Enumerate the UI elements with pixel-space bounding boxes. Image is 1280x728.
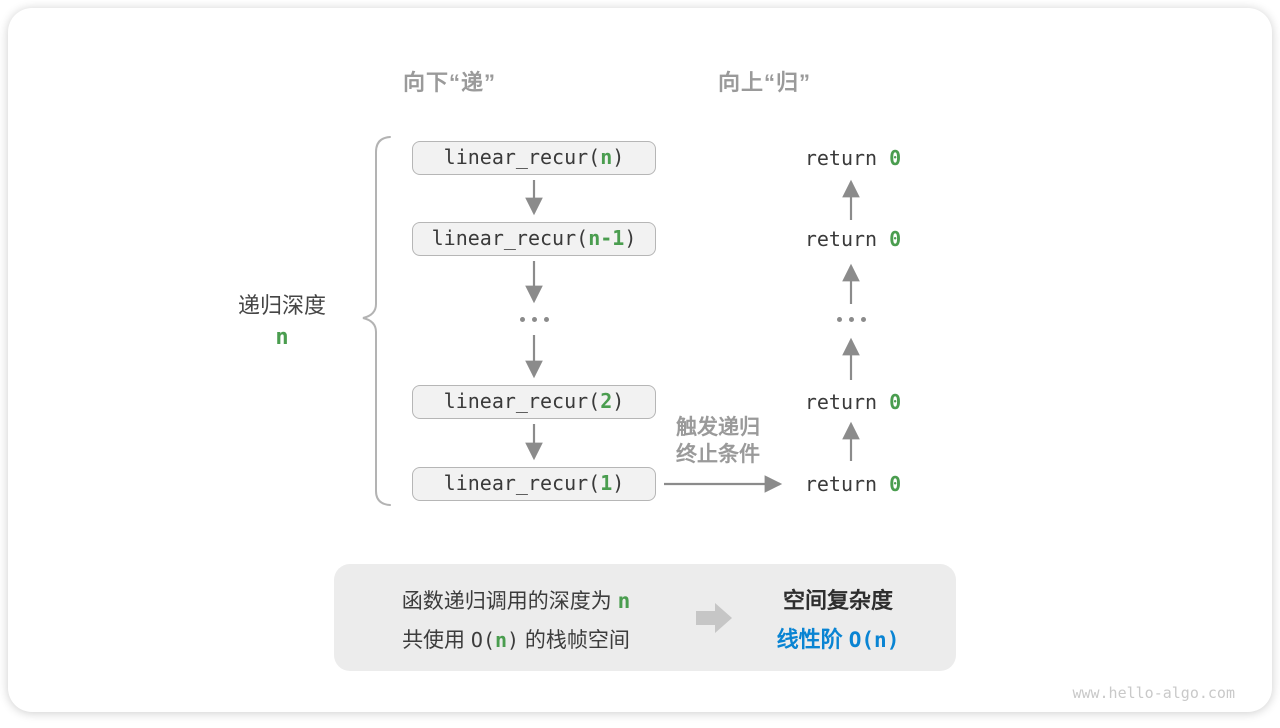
watermark-url: www.hello-algo.com [1072, 684, 1235, 702]
ellipsis-dots-right [837, 317, 866, 322]
depth-brace [362, 136, 391, 506]
return-label-1: return 0 [804, 146, 902, 170]
call-box-2: linear_recur(2) [412, 385, 656, 419]
call-box-1: linear_recur(1) [412, 467, 656, 501]
return-label-2: return 0 [804, 227, 902, 251]
return-label-3: return 0 [804, 390, 902, 414]
implies-arrow-icon [696, 611, 715, 625]
depth-value: n [275, 325, 289, 350]
call-box-n-1: linear_recur(n-1) [412, 222, 656, 256]
implies-arrow-head-icon [715, 603, 732, 633]
summary-panel [334, 564, 956, 671]
trigger-condition-label: 触发递归 终止条件 [676, 416, 760, 466]
ellipsis-dots-left [520, 317, 549, 322]
space-complexity-title: 空间复杂度 [782, 588, 893, 613]
summary-space-line: 共使用 O(n) 的栈帧空间 [402, 628, 630, 652]
depth-label: 递归深度 [237, 293, 326, 318]
summary-depth-line: 函数递归调用的深度为 n [401, 589, 631, 613]
call-box-n: linear_recur(n) [412, 141, 656, 175]
space-complexity-value: 线性阶 O(n) [776, 627, 900, 652]
header-downward-recurse: 向下“递” [403, 70, 497, 95]
return-label-4: return 0 [804, 472, 902, 496]
diagram-card: 向下“递” 向上“归” 递归深度 n linear_recur(n) linea… [8, 8, 1272, 712]
header-upward-return: 向上“归” [718, 70, 812, 95]
